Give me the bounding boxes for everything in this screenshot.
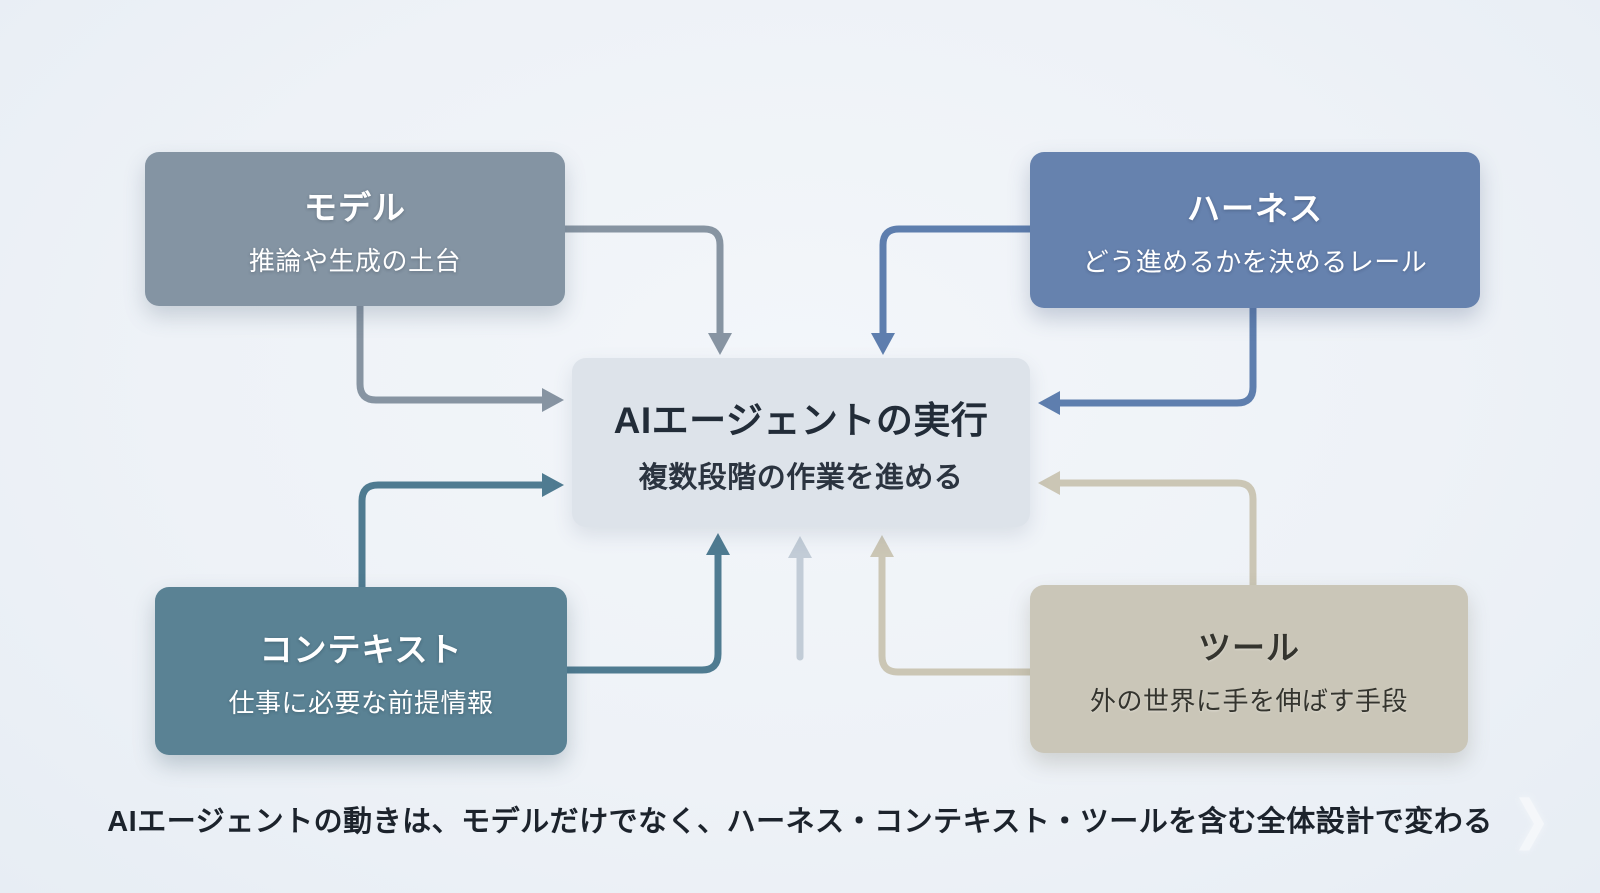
node-harness: ハーネス どう進めるかを決めるレール [1030, 152, 1480, 308]
node-center-subtitle: 複数段階の作業を進める [638, 461, 964, 494]
node-harness-subtitle: どう進めるかを決めるレール [1082, 246, 1428, 277]
edge-harness-to-center-right [1038, 308, 1257, 415]
node-tool-title: ツール [1198, 628, 1300, 666]
edge-context-to-center-bottom [567, 533, 730, 674]
node-model-title: モデル [304, 188, 406, 226]
node-tool: ツール 外の世界に手を伸ばす手段 [1030, 585, 1468, 753]
edge-tool-to-center-bottom [870, 535, 1030, 676]
edge-model-to-center-top [565, 225, 732, 355]
node-context-subtitle: 仕事に必要な前提情報 [228, 687, 494, 718]
node-context: コンテキスト 仕事に必要な前提情報 [155, 587, 567, 755]
decorative-arrow-icon: ❯ [1512, 789, 1551, 849]
edge-tool-to-center-right [1038, 471, 1257, 585]
edge-context-to-center-left [358, 473, 564, 587]
edge-harness-to-center-top [871, 225, 1030, 355]
node-tool-subtitle: 外の世界に手を伸ばす手段 [1089, 685, 1408, 716]
node-model: モデル 推論や生成の土台 [145, 152, 565, 306]
node-harness-title: ハーネス [1187, 189, 1323, 227]
node-context-title: コンテキスト [259, 630, 463, 668]
node-model-subtitle: 推論や生成の土台 [248, 245, 461, 276]
edge-model-to-center-left [356, 306, 564, 412]
caption: AIエージェントの動きは、モデルだけでなく、ハーネス・コンテキスト・ツールを含む… [107, 806, 1493, 838]
node-center: AIエージェントの実行 複数段階の作業を進める [572, 358, 1030, 527]
node-center-title: AIエージェントの実行 [613, 399, 989, 441]
